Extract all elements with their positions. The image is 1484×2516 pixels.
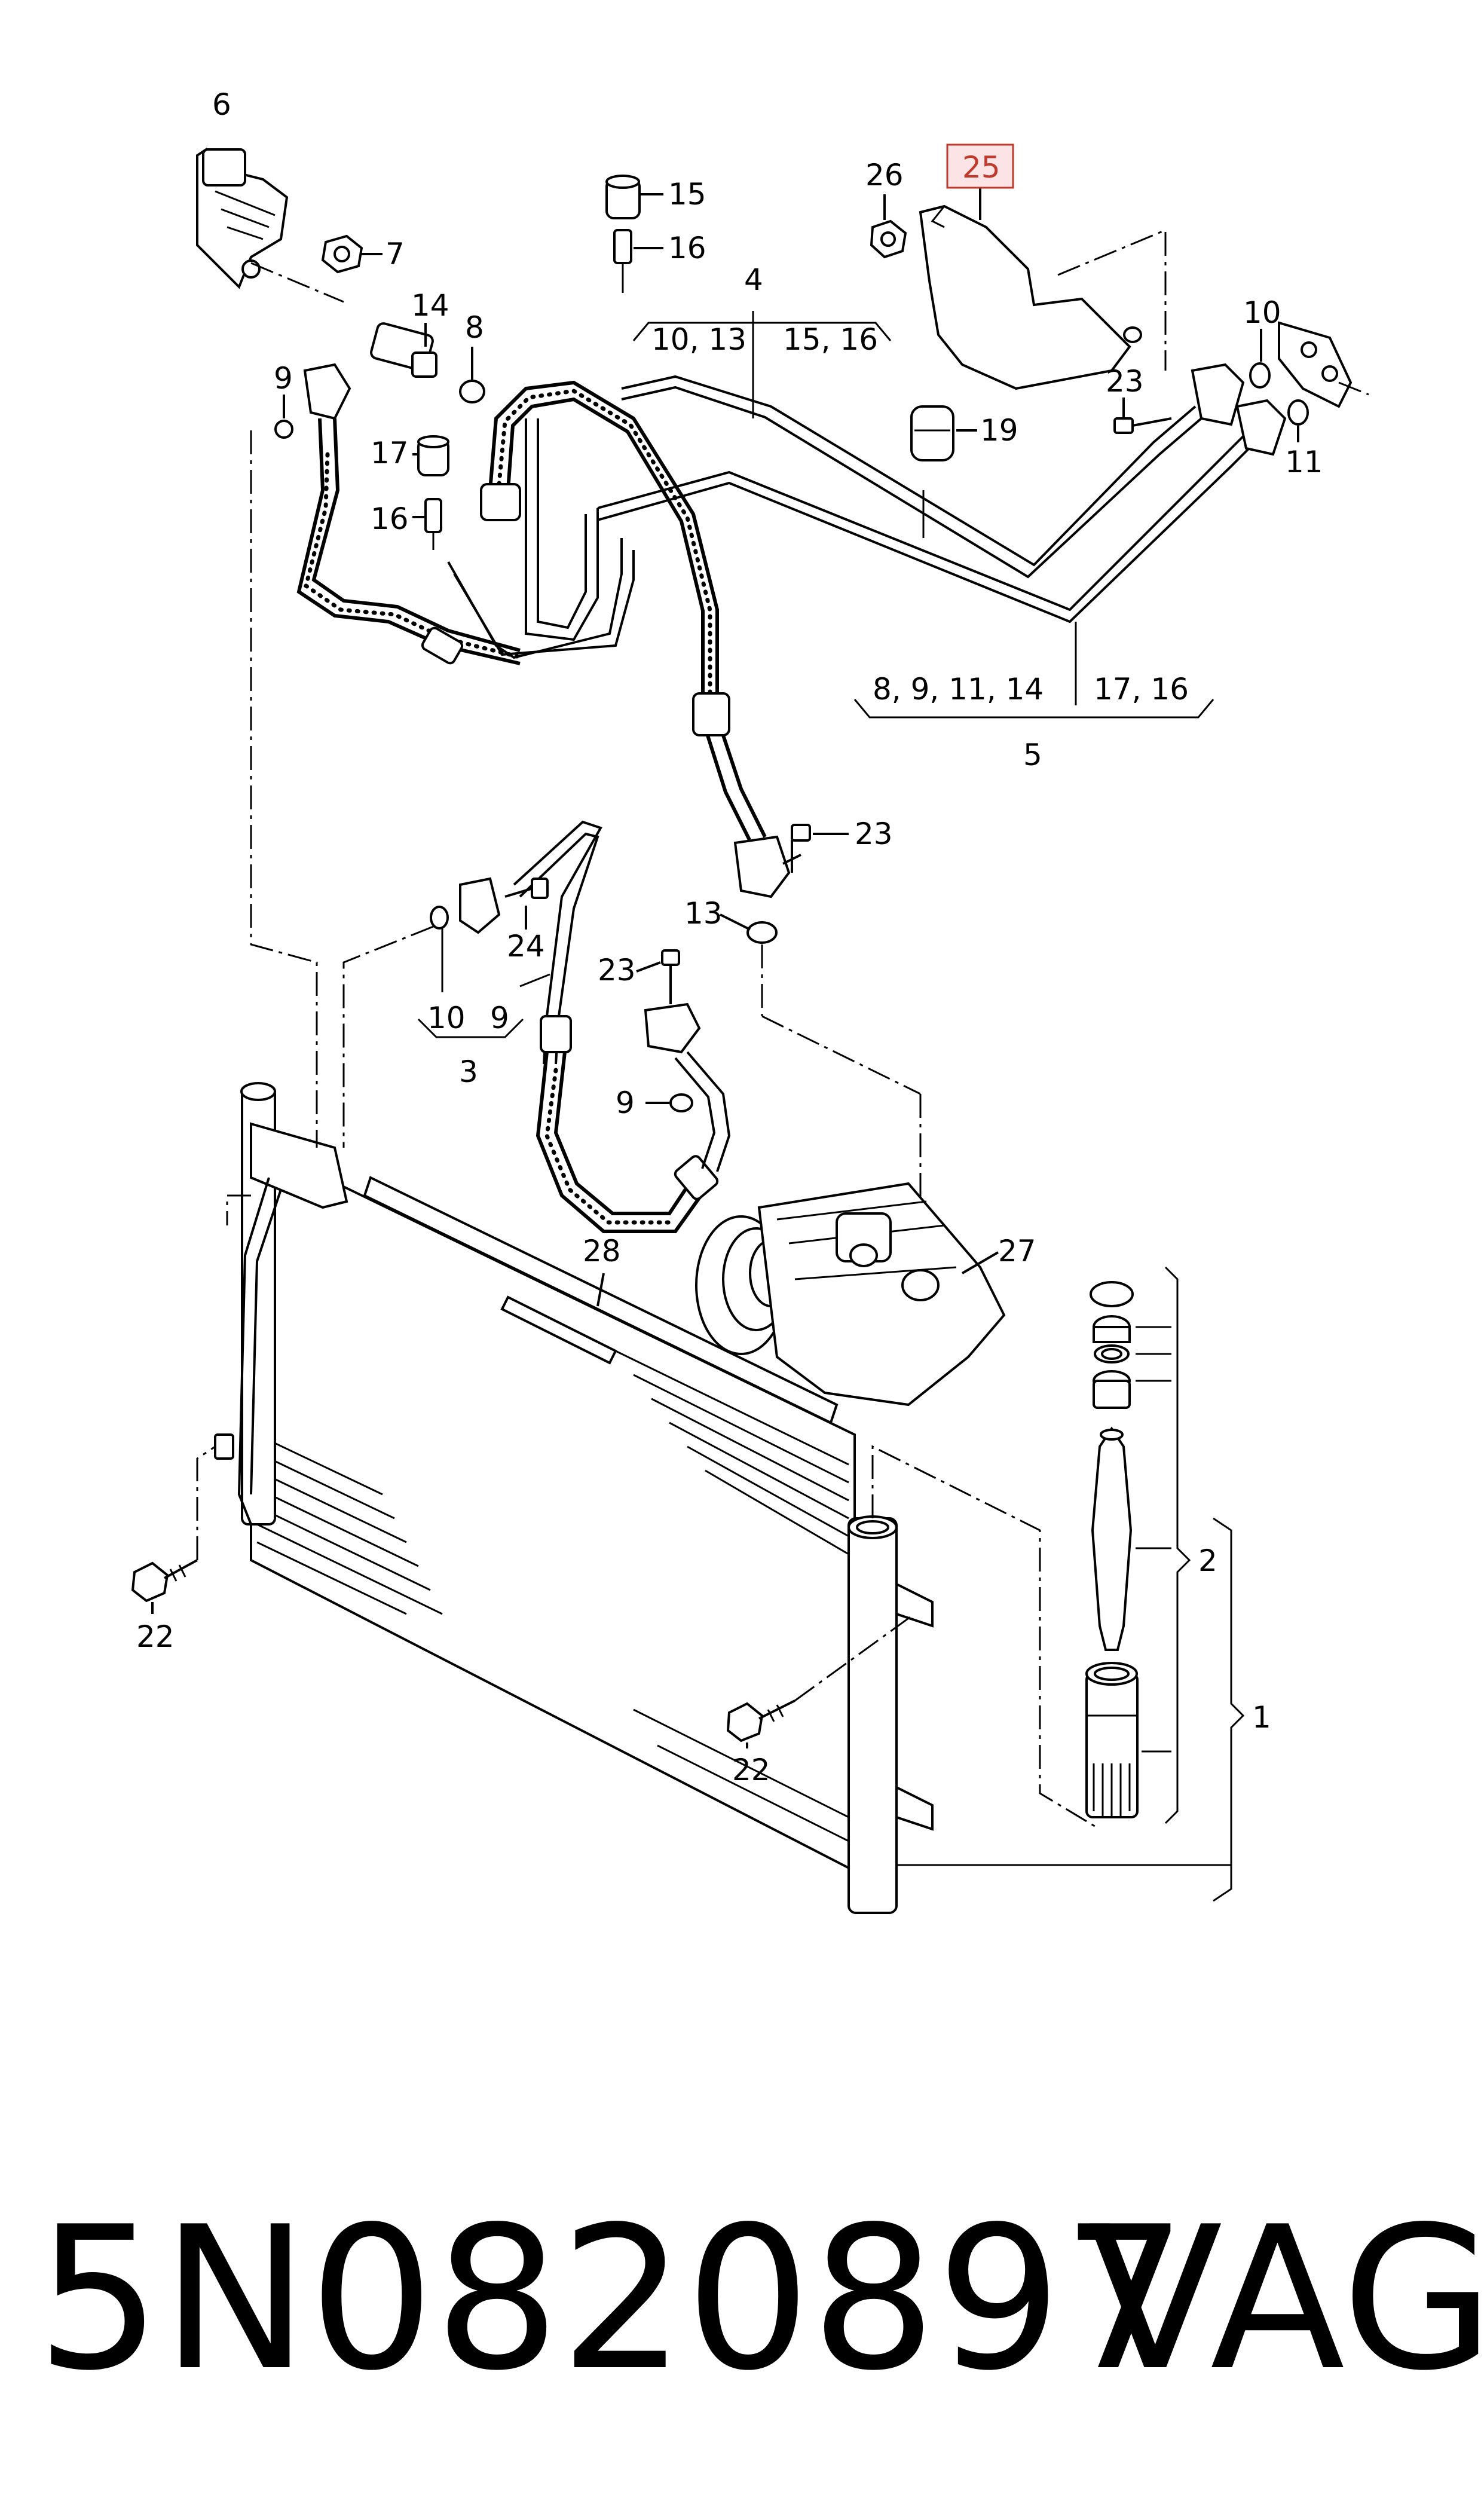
screw-part-23-center bbox=[661, 949, 680, 1004]
callout-27: 27 bbox=[998, 1234, 1036, 1268]
leader-condenser-left bbox=[250, 430, 318, 1148]
callout-13: 13 bbox=[684, 896, 723, 931]
dryer-kit-parts bbox=[1085, 1281, 1139, 1818]
callout-4: 4 bbox=[744, 262, 763, 297]
leader-22-center bbox=[794, 1613, 915, 1702]
dryer-leader-ticks bbox=[1136, 1326, 1171, 1753]
group-3-left: 10 bbox=[427, 1001, 466, 1035]
callout-2: 2 bbox=[1198, 1543, 1217, 1578]
callout-24: 24 bbox=[507, 929, 545, 964]
group-4-left: 10, 13 bbox=[651, 322, 746, 357]
callout-8: 8 bbox=[465, 310, 484, 345]
bracket-group-3 bbox=[417, 1018, 524, 1038]
leader-dryer bbox=[871, 1445, 1100, 1830]
condenser-part-28 bbox=[214, 1082, 934, 1914]
callout-7: 7 bbox=[385, 237, 405, 271]
nut-part-7 bbox=[321, 234, 363, 274]
bolt-part-22-left bbox=[131, 1559, 198, 1603]
callout-3: 3 bbox=[459, 1054, 478, 1089]
brace-group-2 bbox=[1164, 1266, 1191, 1824]
group-4-right: 15, 16 bbox=[783, 322, 878, 357]
part-number: 5N0820897 bbox=[36, 2184, 1188, 2414]
cap-part-15 bbox=[605, 175, 641, 219]
leader-6 bbox=[250, 262, 344, 303]
callout-17: 17 bbox=[371, 436, 409, 470]
fitting-part-9-left bbox=[274, 363, 351, 439]
dotted-hose-lower bbox=[536, 1015, 719, 1233]
bracket-group-5 bbox=[853, 699, 1214, 719]
leader-25-right bbox=[1057, 228, 1167, 371]
clip-part-19 bbox=[910, 405, 954, 461]
leader-27 bbox=[961, 1251, 999, 1274]
o-ring-part-13 bbox=[746, 921, 778, 944]
leader-13-diag bbox=[761, 1015, 921, 1095]
group-5-left: 8, 9, 11, 14 bbox=[873, 672, 1044, 707]
valve-core-part-16-left bbox=[424, 498, 442, 550]
nut-part-26 bbox=[870, 219, 907, 259]
callout-23-center: 23 bbox=[598, 953, 636, 988]
compressor-part-27 bbox=[695, 1182, 1006, 1407]
callout-9-center: 9 bbox=[616, 1086, 635, 1120]
callout-labels: 6 7 14 8 9 15 16 17 16 4 10, 13 15, 16 2… bbox=[136, 87, 1323, 1787]
heat-shield-part-25 bbox=[919, 204, 1142, 390]
dotted-hose-left bbox=[296, 418, 521, 665]
highlight-box-25 bbox=[946, 143, 1014, 189]
fittings-right bbox=[1191, 321, 1369, 456]
callout-6: 6 bbox=[212, 87, 231, 122]
callout-22-left: 22 bbox=[136, 1619, 175, 1654]
valve-core-part-16-top bbox=[613, 229, 632, 293]
bolt-part-22-center bbox=[726, 1699, 795, 1742]
callout-9-left: 9 bbox=[274, 361, 293, 396]
leader-28 bbox=[596, 1273, 605, 1307]
callout-16-left: 16 bbox=[371, 502, 409, 536]
callout-23-right: 23 bbox=[1106, 364, 1144, 399]
callout-16-top: 16 bbox=[668, 231, 706, 265]
callout-14: 14 bbox=[411, 288, 449, 323]
screw-part-23-mid bbox=[782, 824, 811, 873]
bracket-group-4 bbox=[632, 322, 892, 341]
callout-5: 5 bbox=[1023, 738, 1042, 772]
leader-23-center bbox=[636, 961, 661, 973]
leader-3-down bbox=[342, 925, 434, 1148]
callout-26: 26 bbox=[865, 158, 904, 192]
cap-part-17 bbox=[417, 435, 449, 476]
callout-22-center: 22 bbox=[732, 1753, 770, 1787]
bracket-part-6 bbox=[196, 148, 289, 289]
o-ring-part-8 bbox=[459, 380, 485, 403]
leader-13 bbox=[720, 913, 751, 931]
pipework-lines-4-5 bbox=[447, 375, 1268, 659]
dotted-hose-main bbox=[480, 380, 791, 898]
callout-11: 11 bbox=[1285, 445, 1323, 479]
screw-part-24 bbox=[504, 878, 549, 899]
callout-23-mid: 23 bbox=[855, 817, 893, 851]
group-3-right: 9 bbox=[490, 1001, 509, 1035]
screw-part-23-right bbox=[1113, 417, 1172, 434]
fitting-part-9-center bbox=[644, 1002, 731, 1172]
callout-25: 25 bbox=[962, 150, 1000, 185]
group-5-right: 17, 16 bbox=[1094, 672, 1189, 707]
callout-10-right: 10 bbox=[1243, 295, 1281, 330]
brace-group-1 bbox=[1213, 1517, 1245, 1902]
callout-28: 28 bbox=[583, 1234, 621, 1268]
condenser-fins bbox=[256, 1350, 849, 1842]
brand: VAG bbox=[1088, 2184, 1484, 2414]
leader-22-left bbox=[196, 1445, 216, 1560]
leader-group-3-right bbox=[519, 973, 550, 988]
callout-19: 19 bbox=[980, 413, 1018, 448]
leader-condenser-left2 bbox=[226, 1194, 251, 1225]
callout-15: 15 bbox=[668, 177, 706, 212]
callout-1: 1 bbox=[1252, 1700, 1271, 1735]
pressure-switch-part-14 bbox=[370, 322, 437, 378]
